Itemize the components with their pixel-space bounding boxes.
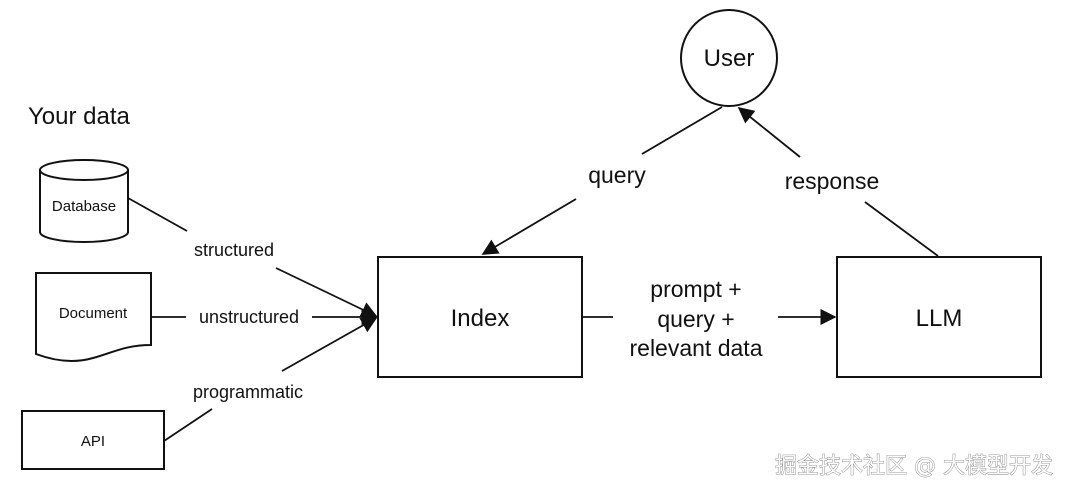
user-shape <box>680 9 778 107</box>
index-node: Index <box>377 256 583 378</box>
user-to-index-connector <box>481 106 723 255</box>
structured-label: structured <box>194 240 274 260</box>
query-line-b <box>481 198 577 255</box>
source-connectors <box>127 197 378 442</box>
prompt-label-line1: prompt + <box>650 276 741 302</box>
index-label: Index <box>451 305 510 332</box>
query-label: query <box>588 162 646 188</box>
response-line-a <box>864 201 939 257</box>
llm-label: LLM <box>916 305 963 332</box>
api-shape <box>21 410 165 470</box>
index-shape <box>377 256 583 378</box>
database-shape <box>39 170 129 243</box>
database-node: Database <box>39 159 129 243</box>
database-label: Database <box>52 198 116 215</box>
database-top <box>39 159 129 181</box>
your-data-heading: Your data <box>28 103 131 130</box>
document-label: Document <box>59 305 128 322</box>
document-shape <box>35 272 152 362</box>
programmatic-label: programmatic <box>193 382 303 402</box>
watermark-text: 掘金技术社区 @ 大模型开发 <box>775 454 1053 479</box>
api-node: API <box>21 410 165 470</box>
prompt-label-line2: query + <box>657 306 734 332</box>
llm-node: LLM <box>836 256 1042 378</box>
prompt-label-line3: relevant data <box>630 335 763 361</box>
query-line-a <box>641 106 723 155</box>
response-line-b <box>737 106 801 158</box>
llm-to-user-connector <box>737 106 939 257</box>
response-label: response <box>785 168 880 194</box>
programmatic-line-a <box>163 408 213 442</box>
structured-line-a <box>127 197 188 232</box>
unstructured-label: unstructured <box>199 307 299 327</box>
user-label: User <box>704 45 755 72</box>
document-node: Document <box>35 272 152 362</box>
api-label: API <box>81 433 105 450</box>
programmatic-line-b <box>281 317 378 372</box>
structured-line-b <box>275 267 378 317</box>
user-node: User <box>680 9 778 107</box>
llm-shape <box>836 256 1042 378</box>
